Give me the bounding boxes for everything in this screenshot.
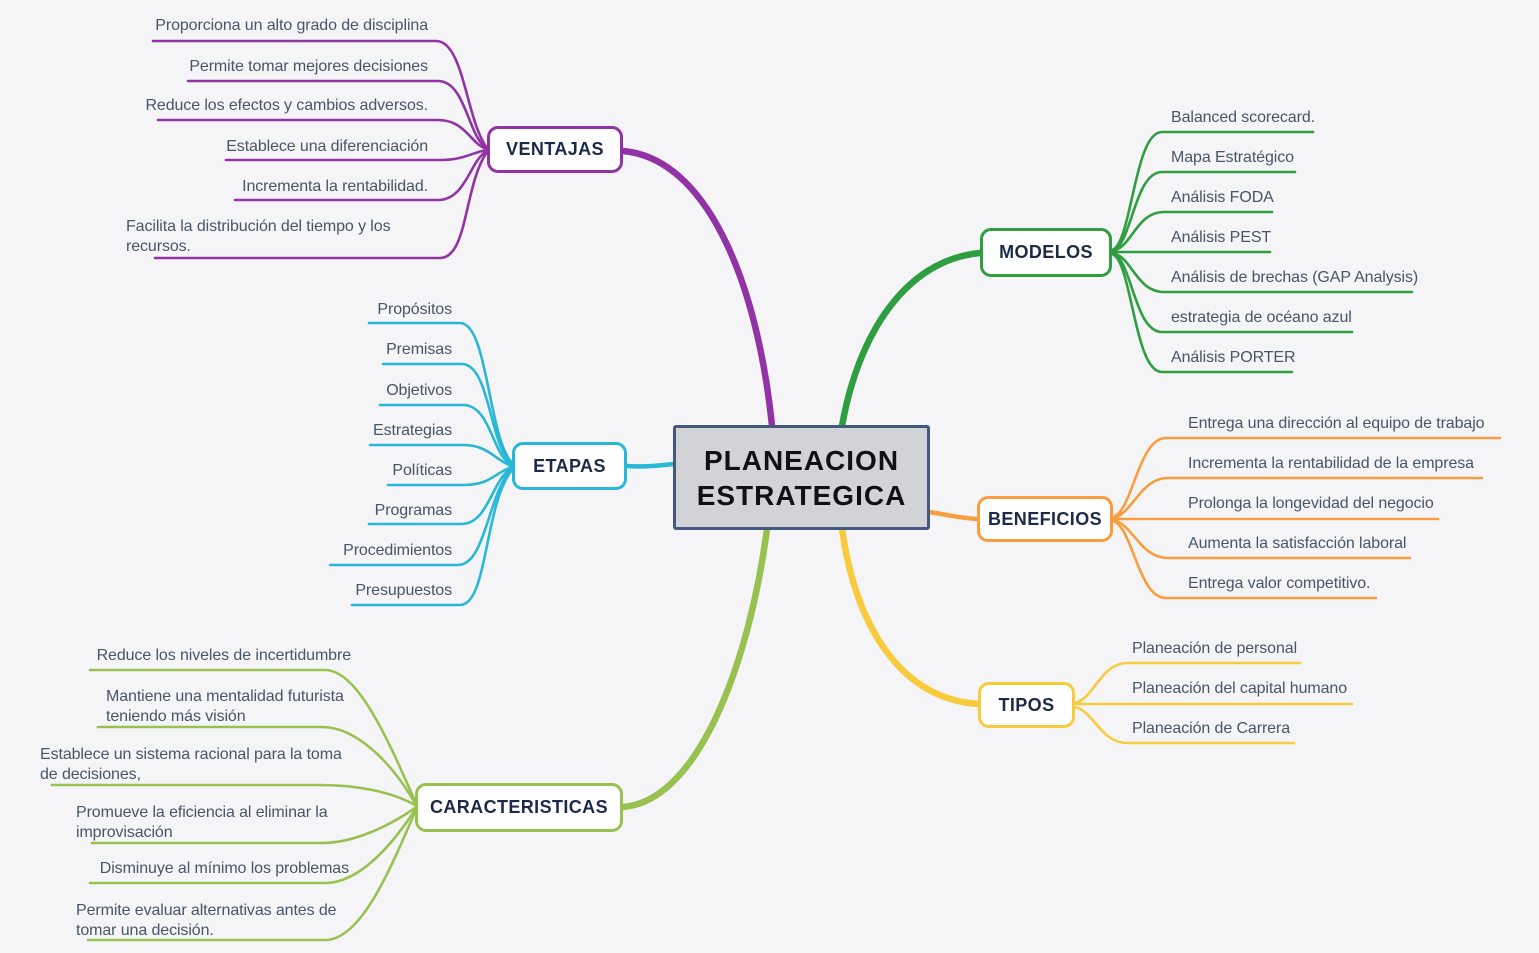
leaf-ventajas-3[interactable]: Reduce los efectos y cambios adversos. (145, 97, 428, 114)
etapas-trunk (624, 461, 677, 469)
leaf-caracteristicas-2[interactable]: Mantiene una mentalidad futurista tenien… (106, 688, 344, 725)
leaf-etapas-6[interactable]: Programas (374, 502, 452, 519)
leaf-etapas-7[interactable]: Procedimientos (343, 542, 452, 559)
caracteristicas-lines (50, 525, 771, 942)
ventajas-trunk (619, 147, 776, 430)
leaf-tipos-1[interactable]: Planeación de personal (1132, 640, 1298, 657)
central-topic-line2: ESTRATEGICA (696, 479, 907, 511)
branch-node-beneficios[interactable]: BENEFICIOS (977, 496, 1113, 542)
branch-node-caracteristicas[interactable]: CARACTERISTICAS (415, 783, 623, 832)
modelos-lines (838, 130, 1414, 430)
modelos-trunk (838, 249, 984, 430)
branch-node-tipos[interactable]: TIPOS (978, 682, 1075, 728)
beneficios-trunk (926, 509, 981, 522)
tipos-trunk (838, 525, 983, 708)
branch-node-etapas[interactable]: ETAPAS (512, 442, 627, 490)
leaf-tipos-3[interactable]: Planeación de Carrera (1132, 720, 1290, 737)
leaf-etapas-3[interactable]: Objetivos (386, 382, 452, 399)
ventajas-lines (151, 39, 776, 430)
leaf-modelos-2[interactable]: Mapa Estratégico (1171, 149, 1294, 166)
central-topic-line1: PLANEACION (703, 444, 900, 476)
leaf-ventajas-1[interactable]: Proporciona un alto grado de disciplina (155, 17, 428, 34)
leaf-beneficios-3[interactable]: Prolonga la longevidad del negocio (1188, 495, 1434, 512)
branch-node-modelos[interactable]: MODELOS (980, 228, 1112, 277)
caracteristicas-trunk (619, 525, 771, 811)
leaf-ventajas-6[interactable]: Facilita la distribución del tiempo y lo… (126, 218, 391, 255)
leaf-modelos-6[interactable]: estrategia de océano azul (1171, 309, 1352, 326)
leaf-tipos-2[interactable]: Planeación del capital humano (1132, 680, 1348, 697)
leaf-caracteristicas-5[interactable]: Disminuye al mínimo los problemas (99, 860, 349, 877)
leaf-etapas-5[interactable]: Políticas (392, 462, 452, 479)
leaf-caracteristicas-4[interactable]: Promueve la eficiencia al eliminar la im… (76, 804, 328, 841)
leaf-modelos-4[interactable]: Análisis PEST (1171, 229, 1272, 246)
central-topic[interactable]: PLANEACION ESTRATEGICA (673, 425, 930, 530)
leaf-etapas-1[interactable]: Propósitos (377, 301, 452, 318)
leaf-beneficios-2[interactable]: Incrementa la rentabilidad de la empresa (1188, 455, 1474, 472)
leaf-caracteristicas-6[interactable]: Permite evaluar alternativas antes de to… (76, 902, 337, 939)
leaf-ventajas-4[interactable]: Establece una diferenciación (226, 138, 428, 155)
leaf-caracteristicas-3[interactable]: Establece un sistema racional para la to… (40, 746, 342, 783)
leaf-modelos-5[interactable]: Análisis de brechas (GAP Analysis) (1171, 269, 1419, 286)
leaf-beneficios-5[interactable]: Entrega valor competitivo. (1188, 575, 1371, 592)
leaf-beneficios-4[interactable]: Aumenta la satisfacción laboral (1188, 535, 1407, 552)
leaf-beneficios-1[interactable]: Entrega una dirección al equipo de traba… (1188, 415, 1485, 432)
leaf-etapas-2[interactable]: Premisas (386, 341, 452, 358)
leaf-modelos-3[interactable]: Análisis FODA (1171, 189, 1274, 206)
leaf-ventajas-2[interactable]: Permite tomar mejores decisiones (189, 58, 428, 75)
branch-node-ventajas[interactable]: VENTAJAS (487, 126, 623, 173)
leaf-modelos-1[interactable]: Balanced scorecard. (1171, 109, 1315, 126)
leaf-caracteristicas-1[interactable]: Reduce los niveles de incertidumbre (96, 647, 352, 664)
leaf-etapas-4[interactable]: Estrategias (373, 422, 452, 439)
tipos-lines (838, 525, 1354, 745)
leaf-modelos-7[interactable]: Análisis PORTER (1171, 349, 1296, 366)
beneficios-lines (926, 436, 1502, 600)
leaf-ventajas-5[interactable]: Incrementa la rentabilidad. (242, 178, 428, 195)
leaf-etapas-8[interactable]: Presupuestos (355, 582, 452, 599)
etapas-lines (328, 321, 677, 607)
